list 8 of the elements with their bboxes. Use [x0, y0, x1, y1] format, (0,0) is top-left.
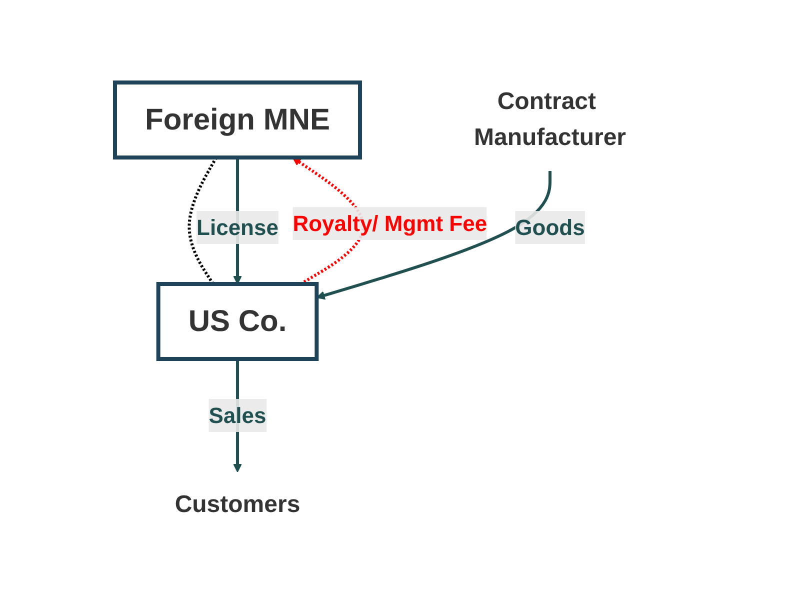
node-text: Contract Manufacturer [474, 88, 626, 151]
edge-label: Sales [208, 403, 266, 428]
node-box: US Co. [156, 282, 319, 361]
edge-label: License [196, 215, 278, 240]
node-text: Customers [174, 491, 300, 518]
edge-label: Royalty/ Mgmt Fee [292, 211, 488, 236]
node-box: Foreign MNE [113, 80, 362, 160]
edge-label: Goods [515, 215, 585, 240]
